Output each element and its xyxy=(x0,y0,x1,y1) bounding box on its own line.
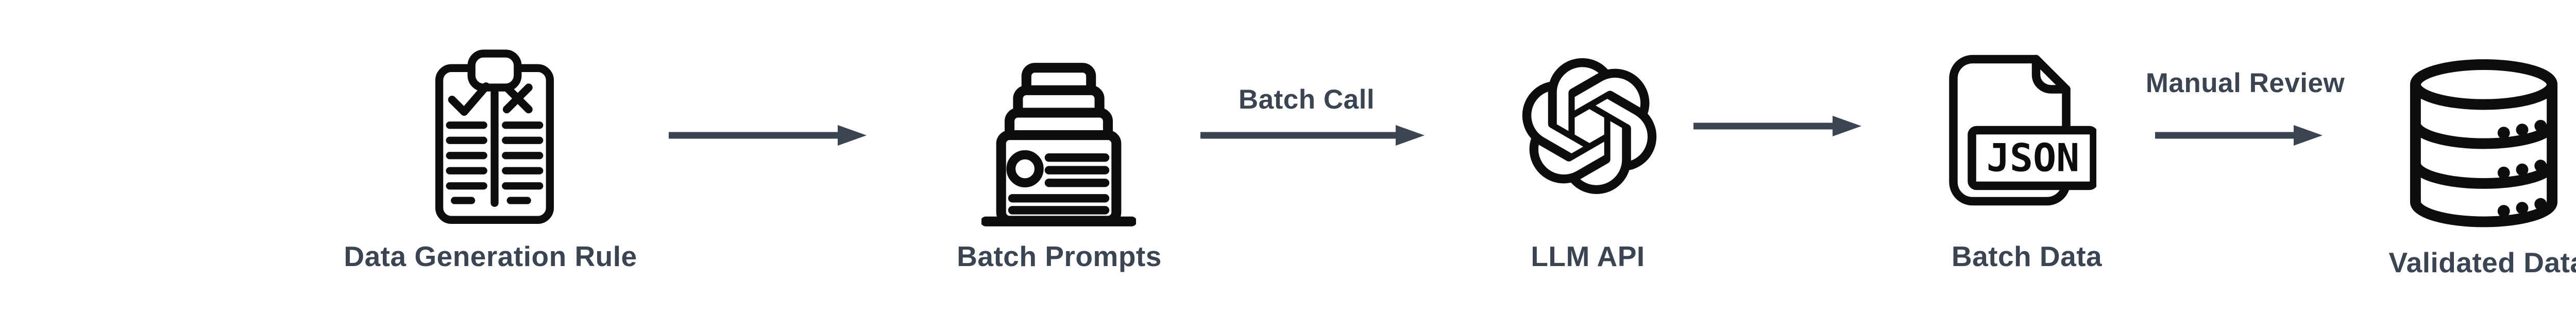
node-validated-data xyxy=(2407,58,2561,233)
node-data-generation-rule xyxy=(434,47,555,225)
connector-arrow-1 xyxy=(669,125,867,146)
node-label: Batch Prompts xyxy=(957,240,1162,272)
node-llm-api xyxy=(1521,58,1657,194)
node-batch-data: JSON xyxy=(1946,53,2096,207)
json-file-label: JSON xyxy=(1987,135,2080,181)
database-dots xyxy=(2497,119,2547,218)
node-label: Data Generation Rule xyxy=(344,240,637,272)
connector-arrow-2 xyxy=(1200,125,1425,146)
node-batch-prompts xyxy=(981,61,1136,231)
connector-arrow-4 xyxy=(2155,125,2323,146)
connector-arrow-3 xyxy=(1693,116,1861,136)
clipboard-check-x-icon xyxy=(435,49,554,224)
stacked-documents-icon xyxy=(981,63,1136,226)
connector-label-batch-call: Batch Call xyxy=(1238,84,1375,115)
node-label: LLM API xyxy=(1531,240,1645,272)
node-label: Validated Data xyxy=(2388,247,2576,278)
openai-logo-icon xyxy=(1522,58,1657,194)
connector-label-manual-review: Manual Review xyxy=(2145,68,2345,98)
database-icon xyxy=(2410,59,2558,227)
json-file-icon: JSON xyxy=(1949,55,2096,206)
node-label: Batch Data xyxy=(1951,240,2103,272)
